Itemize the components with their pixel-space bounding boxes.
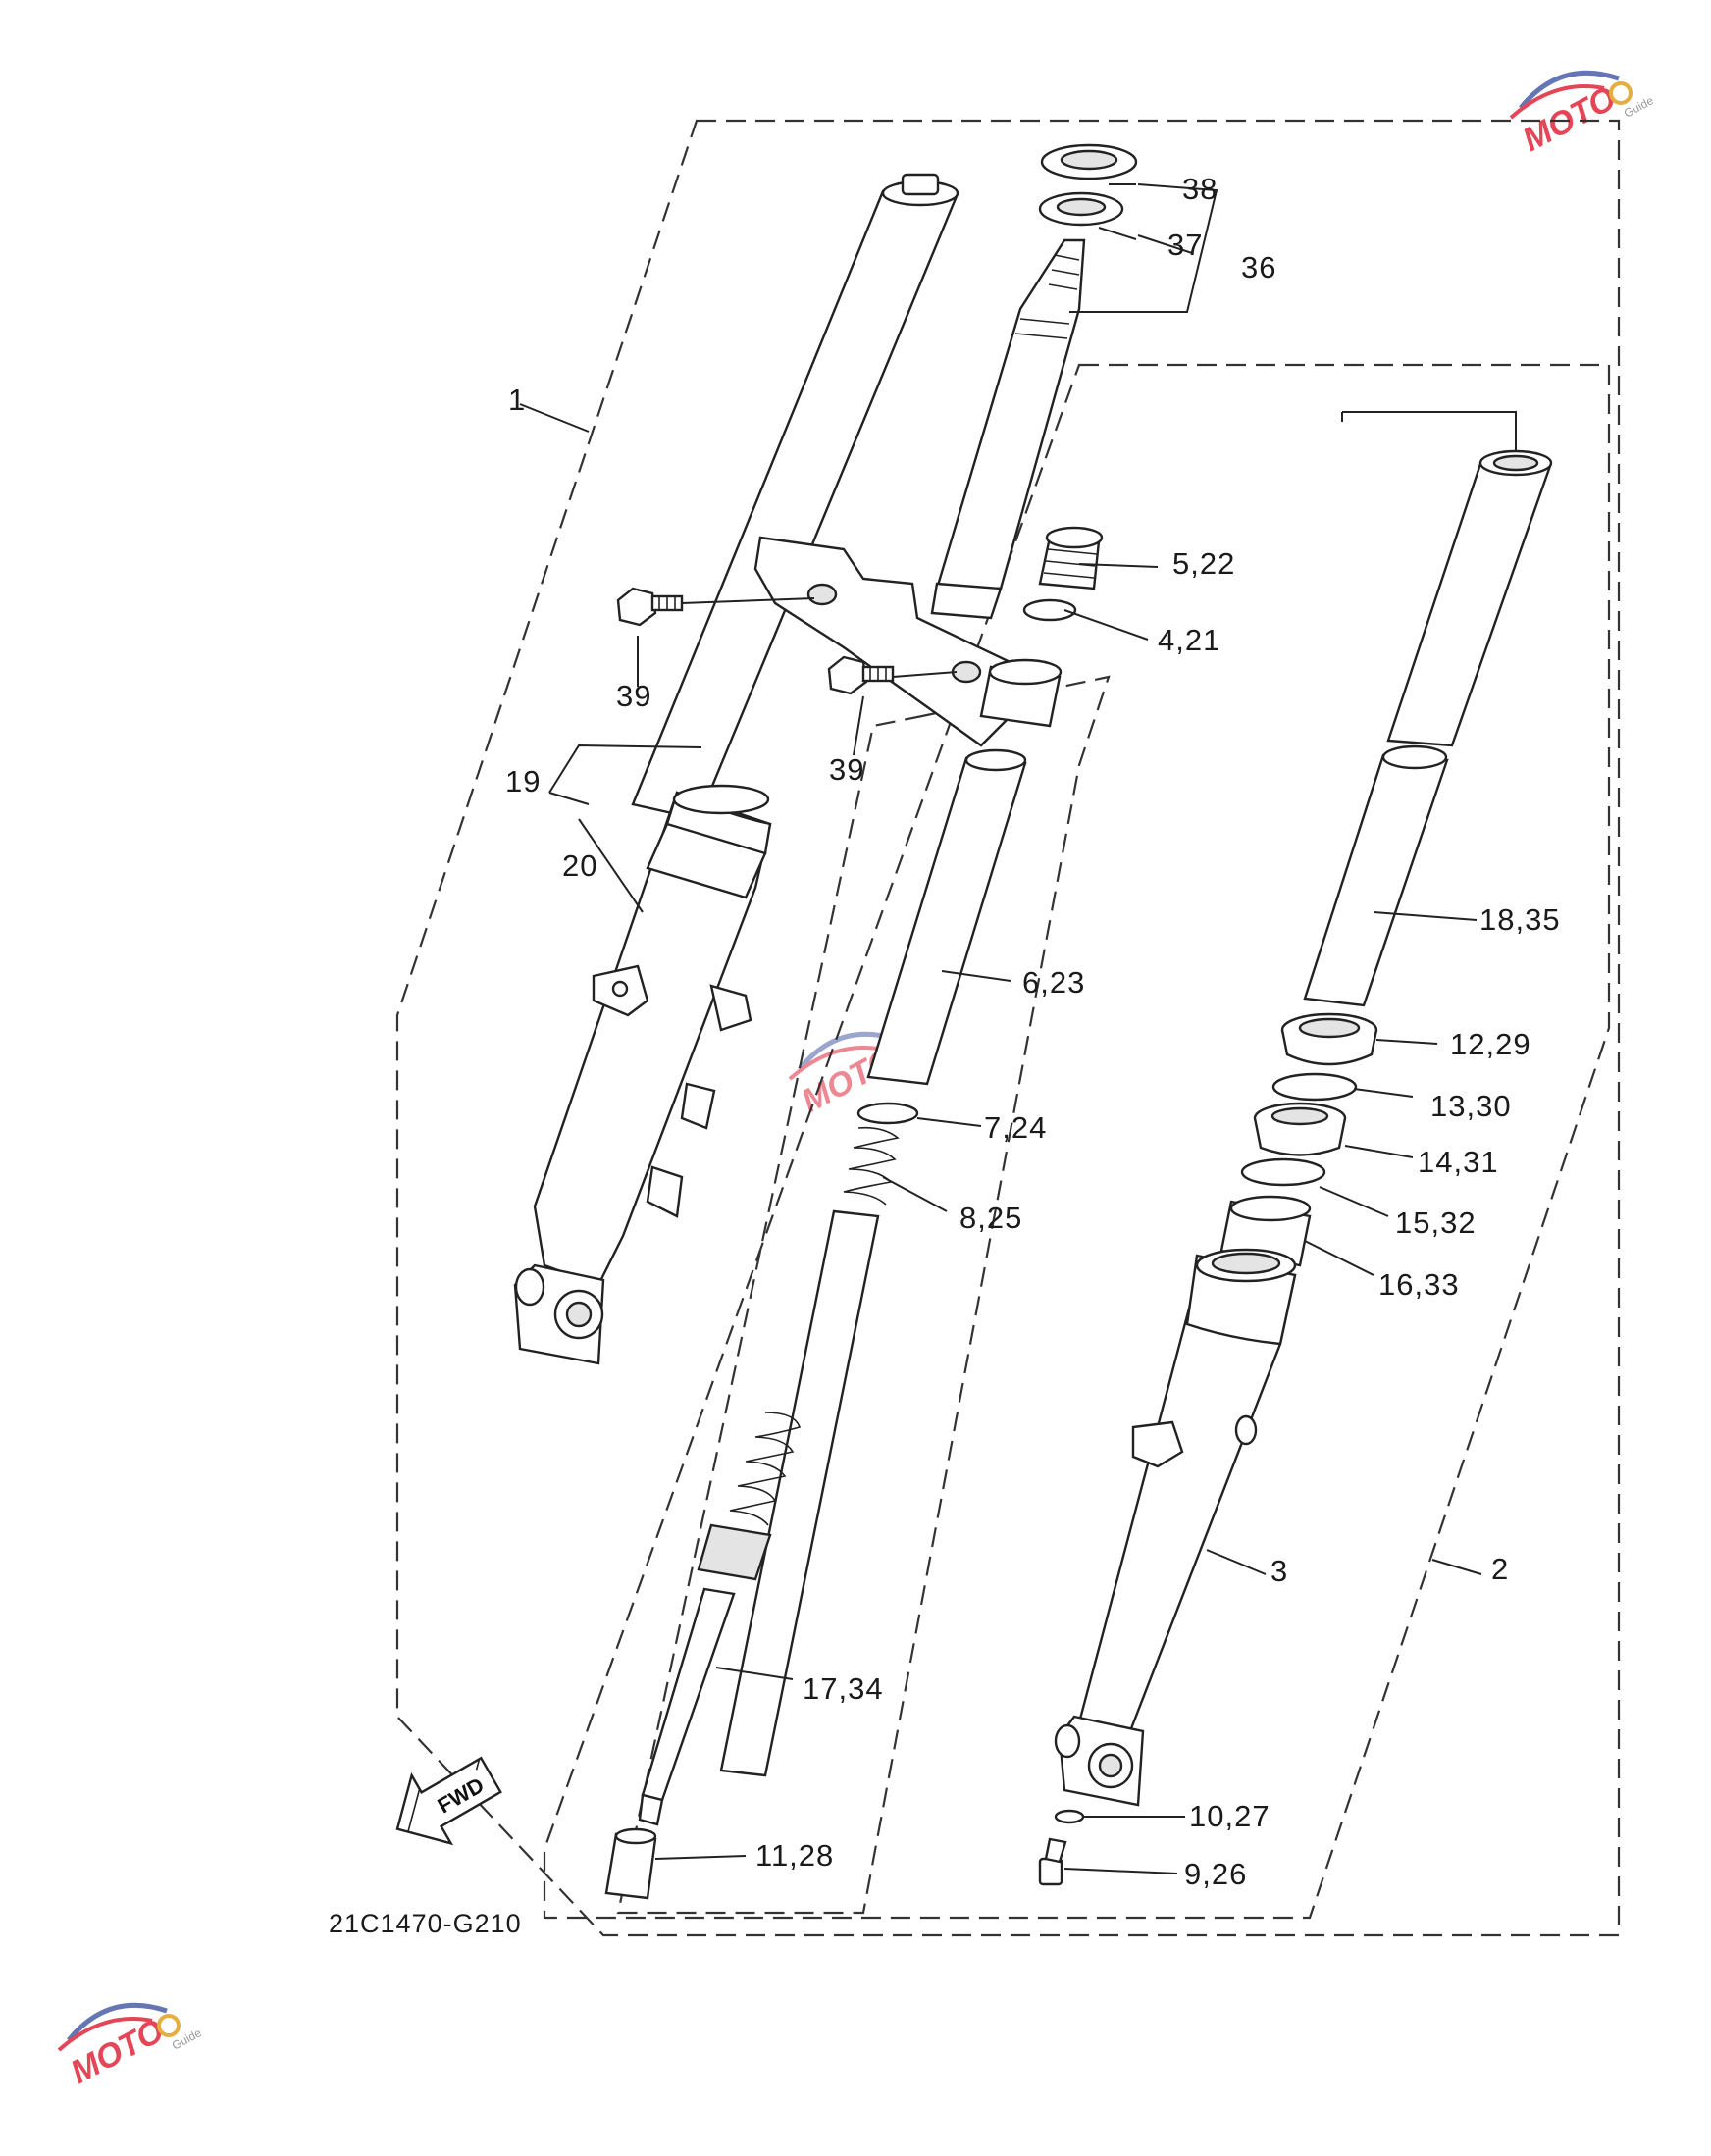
fwd-arrow-icon: FWD <box>395 1756 502 1846</box>
gasket <box>1054 1809 1085 1824</box>
callout-6-23: 6,23 <box>1022 965 1085 1000</box>
pinch-bolt-lower <box>827 655 895 695</box>
callout-20: 20 <box>562 848 597 883</box>
callout-11-28: 11,28 <box>755 1838 834 1873</box>
callout-5-22: 5,22 <box>1172 546 1235 581</box>
watermark-logo-bottom: MOTO Guide <box>57 2002 204 2091</box>
collar <box>979 658 1063 728</box>
callout-3: 3 <box>1270 1554 1288 1588</box>
callout-14-31: 14,31 <box>1418 1145 1499 1179</box>
callout-1: 1 <box>508 383 526 417</box>
bearing-37 <box>1038 191 1124 227</box>
watermark-logo-top: MOTO Guide <box>1509 70 1656 159</box>
callout-19: 19 <box>505 764 541 798</box>
watermark-logo-subtext: Guide <box>1622 93 1656 121</box>
callout-17-34: 17,34 <box>803 1671 884 1706</box>
assembly-outline-1 <box>395 119 1621 1937</box>
watermark-logo-text: MOTO <box>65 2012 170 2091</box>
assembly-outline-inner <box>616 675 1111 1915</box>
callout-13-30: 13,30 <box>1430 1089 1512 1123</box>
callout-15-32: 15,32 <box>1395 1206 1477 1240</box>
steering-stem <box>930 238 1086 620</box>
damper-rod <box>638 1587 736 1826</box>
oil-lock-piece <box>604 1827 657 1900</box>
retaining-clip <box>1271 1072 1358 1102</box>
callout-8-25: 8,25 <box>959 1201 1022 1235</box>
assembly-outline-2 <box>543 363 1611 1920</box>
callout-39-b: 39 <box>829 752 864 787</box>
washer <box>1240 1157 1326 1187</box>
inner-tube <box>1303 449 1553 1007</box>
callout-12-29: 12,29 <box>1450 1027 1531 1061</box>
callout-18-35: 18,35 <box>1479 902 1561 937</box>
callout-36: 36 <box>1241 250 1276 284</box>
callout-39-a: 39 <box>616 679 651 713</box>
bearing-race-38 <box>1040 143 1138 180</box>
callout-38: 38 <box>1182 172 1218 206</box>
fork-outer-tube-assembly <box>513 173 1022 1365</box>
watermark-logo-subtext: Guide <box>170 2026 204 2053</box>
callout-7-24: 7,24 <box>984 1110 1047 1145</box>
outer-tube <box>1054 1248 1297 1807</box>
bottom-bolt <box>1038 1837 1067 1886</box>
callout-16-33: 16,33 <box>1378 1267 1460 1302</box>
o-ring <box>1022 598 1077 622</box>
spring-seat <box>856 1102 919 1125</box>
oil-seal <box>1253 1102 1347 1156</box>
dust-seal <box>1280 1012 1378 1066</box>
callout-2: 2 <box>1491 1552 1509 1586</box>
callout-9-26: 9,26 <box>1184 1857 1247 1891</box>
cap-bolt <box>1038 526 1104 590</box>
watermark-logo-text: MOTO <box>1517 79 1622 159</box>
leader-lines <box>519 183 1517 1874</box>
drawing-code: 21C1470-G210 <box>329 1909 522 1938</box>
callout-4-21: 4,21 <box>1158 623 1220 657</box>
pinch-bolt-upper <box>616 587 684 627</box>
callout-10-27: 10,27 <box>1189 1799 1270 1833</box>
spacer-pipe <box>866 748 1027 1086</box>
fork-spring <box>697 1126 900 1777</box>
callout-37: 37 <box>1167 228 1203 262</box>
